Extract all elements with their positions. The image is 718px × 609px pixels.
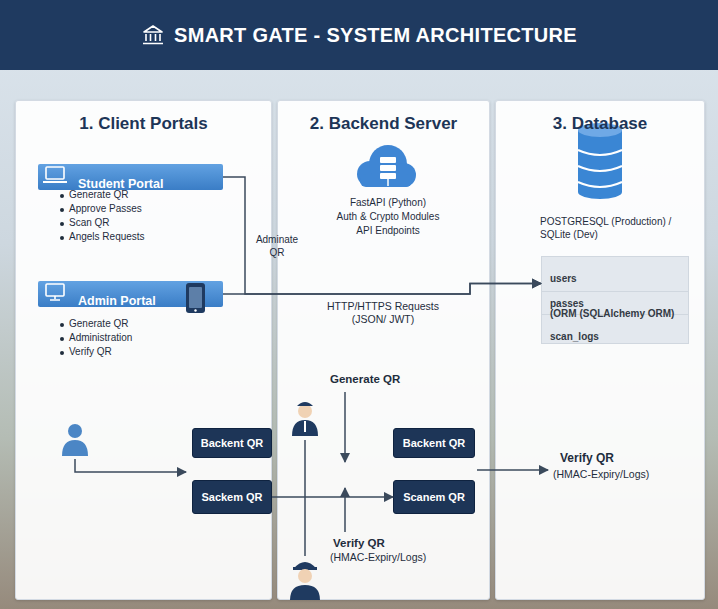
officer-figure xyxy=(292,402,318,436)
feature-item: Angels Requests xyxy=(60,231,145,244)
node-text: users xyxy=(550,273,577,285)
database-type: POSTGRESQL (Production) / SQLite (Dev) xyxy=(540,216,682,241)
header-band: SMART GATE - SYSTEM ARCHITECTURE xyxy=(0,0,718,70)
connector xyxy=(223,177,541,294)
database-icon xyxy=(578,123,622,199)
flow-step: Verify QR xyxy=(560,451,614,466)
panel-heading: 2. Backend Server xyxy=(278,114,489,134)
column-panel: 1. Client PortalsStudent PortalAdmin Por… xyxy=(15,100,272,600)
node-text: scan_logs xyxy=(550,331,599,343)
flow-step: Verify QR xyxy=(333,536,385,550)
feature-item: Scan QR xyxy=(60,217,110,230)
qr-box: Sackem QR xyxy=(192,480,272,514)
qr-box: Backent QR xyxy=(192,428,272,458)
header-icon xyxy=(141,24,165,46)
generate-arrow xyxy=(344,392,346,462)
qr-box: Backent QR xyxy=(393,428,475,458)
server-text: FastAPI (Python) xyxy=(318,197,458,210)
connector xyxy=(272,496,393,498)
portal-bar: Student Portal xyxy=(38,164,223,190)
output-arrow xyxy=(477,469,548,471)
flow-note: (HMAC-Expiry/Logs) xyxy=(553,468,649,481)
cloud-icon xyxy=(357,145,416,187)
laptop-icon xyxy=(43,167,67,182)
node-text: Scanem QR xyxy=(403,491,465,503)
protocol-note: HTTP/HTTPS Requests (JSON/ JWT) xyxy=(323,300,443,326)
feature-item: Generate QR xyxy=(60,189,128,202)
guard-figure xyxy=(290,562,320,600)
feature-item: Generate QR xyxy=(60,318,128,331)
feature-item: Approve Passes xyxy=(60,203,142,216)
panel-heading: 3. Database xyxy=(496,114,704,134)
user-arrow xyxy=(75,459,186,472)
guard-line xyxy=(304,440,306,556)
feature-item: Verify QR xyxy=(60,346,112,359)
server-text: API Endpoints xyxy=(318,225,458,238)
diagram-title: SMART GATE - SYSTEM ARCHITECTURE xyxy=(174,24,577,47)
flow-note: (HMAC-Expiry/Logs) xyxy=(330,551,426,564)
verify-arrow xyxy=(344,488,346,532)
flow-step: Generate QR xyxy=(330,372,400,386)
user-figure xyxy=(62,424,88,456)
tablet-icon xyxy=(186,283,205,313)
feature-item: Administration xyxy=(60,332,132,345)
flow-note: Adminate QR xyxy=(250,234,304,259)
node-text: Backent QR xyxy=(201,437,263,449)
panel-heading: 1. Client Portals xyxy=(16,114,271,134)
connector xyxy=(223,284,541,295)
server-text: Auth & Crypto Modules xyxy=(318,211,458,224)
node-text: (ORM (SQLAlchemy ORM) xyxy=(550,308,674,320)
node-text: Student Portal xyxy=(78,177,163,191)
node-text: Backent QR xyxy=(403,437,465,449)
monitor-icon xyxy=(46,284,64,300)
qr-box: Scanem QR xyxy=(393,480,475,514)
node-text: Sackem QR xyxy=(201,491,262,503)
node-text: Admin Portal xyxy=(78,294,156,308)
